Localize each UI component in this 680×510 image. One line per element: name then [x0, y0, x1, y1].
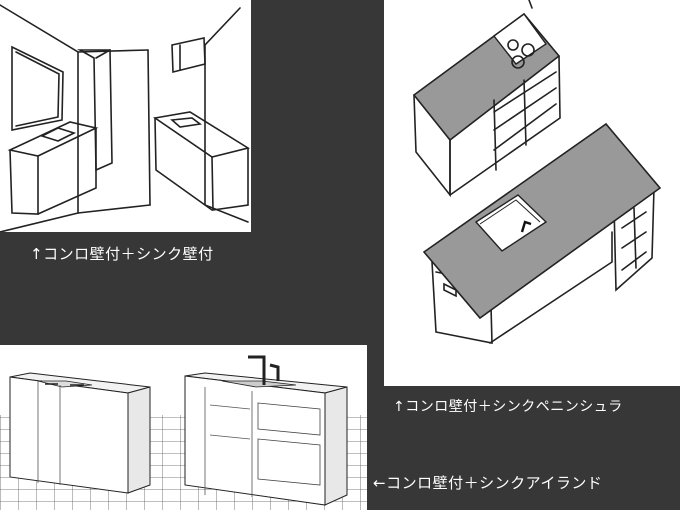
sketch-wall-wall-layout [0, 0, 251, 232]
sketch-wall-island-layout [0, 345, 367, 510]
peninsula-kitchen-drawing [412, 0, 662, 344]
sketch-wall-peninsula-layout [384, 0, 680, 386]
caption-wall-island: ←コンロ壁付＋シンクアイランド [373, 474, 603, 492]
corridor-kitchen-drawing [0, 4, 251, 232]
caption-wall-peninsula: ↑コンロ壁付＋シンクペニンシュラ [393, 399, 623, 415]
island-kitchen-drawing [0, 355, 367, 510]
caption-wall-wall: ↑コンロ壁付＋シンク壁付 [30, 245, 214, 263]
